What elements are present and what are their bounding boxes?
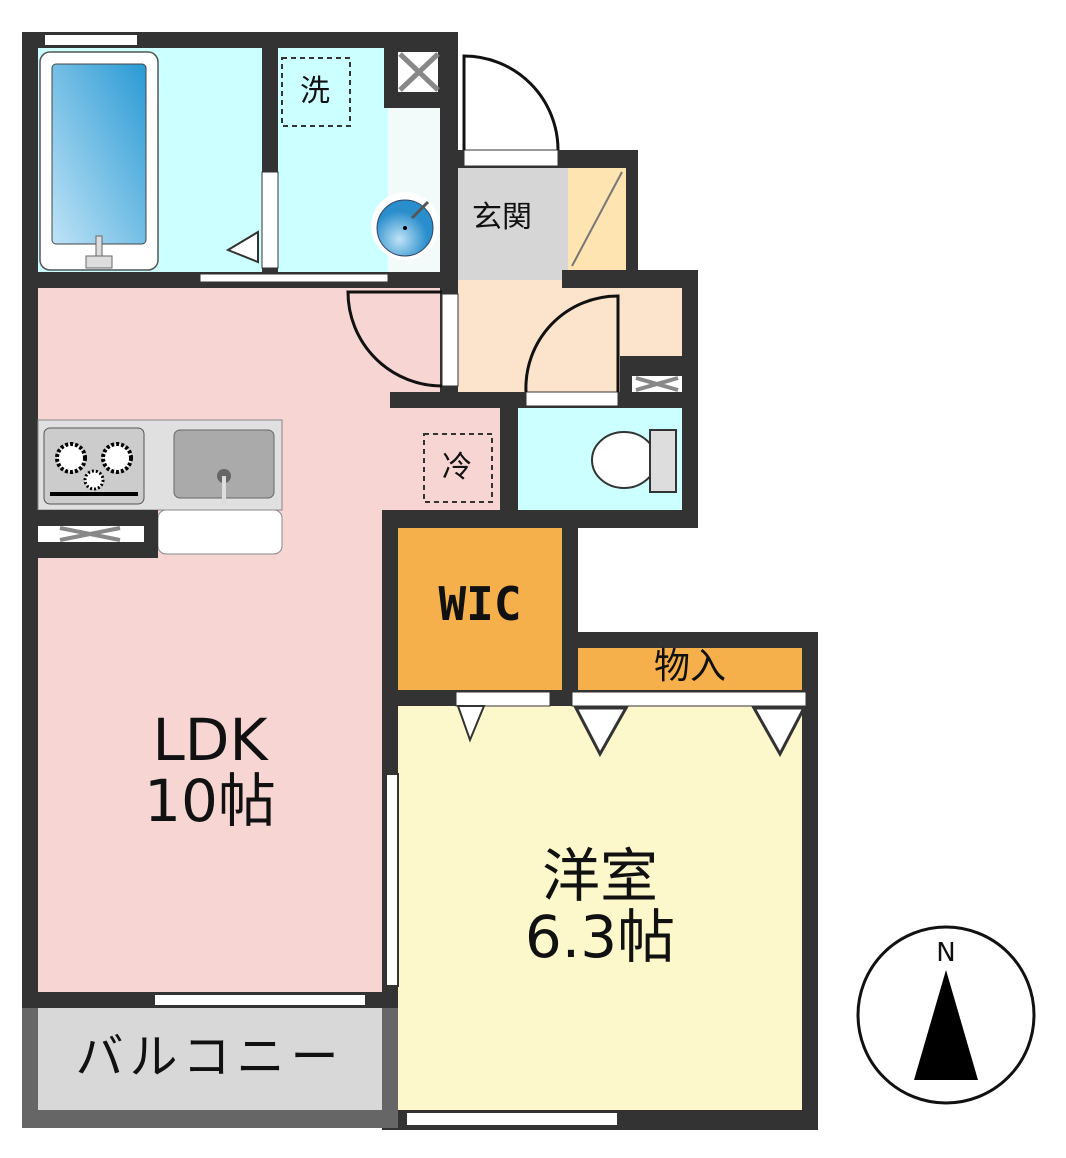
ldk-size: 10帖 xyxy=(144,766,276,835)
fridge-space xyxy=(423,433,493,503)
ldk xyxy=(38,288,440,408)
entrance xyxy=(458,168,568,280)
entrance-door-swing xyxy=(462,54,560,151)
ldk-name: LDK xyxy=(152,706,268,774)
washer-label: 洗 xyxy=(300,74,330,109)
western-room xyxy=(398,706,802,1110)
windows xyxy=(43,33,619,1127)
vent-icon xyxy=(398,52,440,92)
compass-north-label: N xyxy=(936,938,956,968)
western-room-name: 洋室 xyxy=(541,842,658,910)
fridge-label: 冷 xyxy=(442,450,472,485)
ldk-label: LDK 10帖 xyxy=(38,710,382,832)
western-room-size: 6.3帖 xyxy=(524,902,676,971)
wic xyxy=(398,528,562,690)
storage-label: 物入 xyxy=(653,646,726,687)
entrance-label: 玄関 xyxy=(472,200,532,235)
balcony-label: バルコニー xyxy=(75,1029,345,1085)
compass-icon xyxy=(856,925,1036,1105)
balcony xyxy=(38,1008,382,1110)
storage xyxy=(578,648,802,690)
wic-label: WIC xyxy=(438,577,522,631)
washer-space xyxy=(281,57,351,127)
toilet-icon xyxy=(591,431,657,489)
western-room-label: 洋室 6.3帖 xyxy=(398,846,802,968)
